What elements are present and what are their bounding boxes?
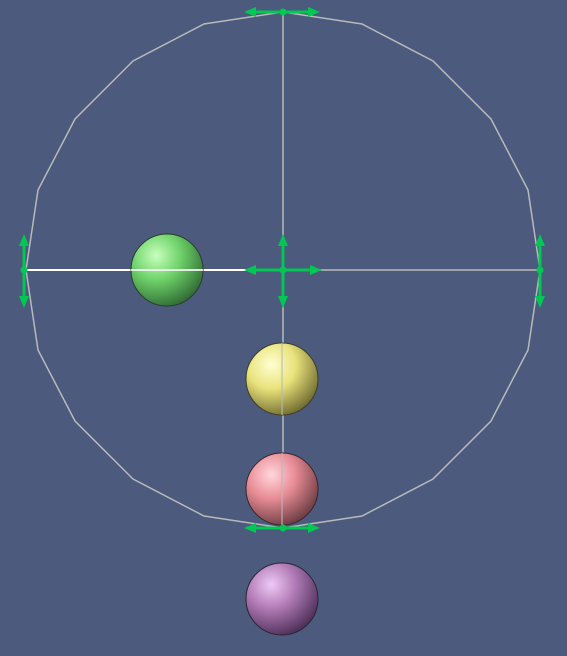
right-handle[interactable] [535, 234, 545, 308]
move-4way-icon [244, 234, 322, 308]
red-sphere[interactable] [245, 452, 319, 526]
move-vertical-icon [19, 234, 29, 308]
move-horizontal-icon [244, 523, 320, 533]
left-handle[interactable] [19, 234, 29, 308]
move-horizontal-icon [244, 7, 320, 17]
bottom-handle[interactable] [244, 523, 320, 533]
center-handle[interactable] [244, 234, 322, 308]
move-vertical-icon [535, 234, 545, 308]
yellow-sphere[interactable] [245, 342, 319, 416]
top-handle[interactable] [244, 7, 320, 17]
purple-sphere[interactable] [245, 562, 319, 636]
green-sphere[interactable] [130, 233, 204, 307]
